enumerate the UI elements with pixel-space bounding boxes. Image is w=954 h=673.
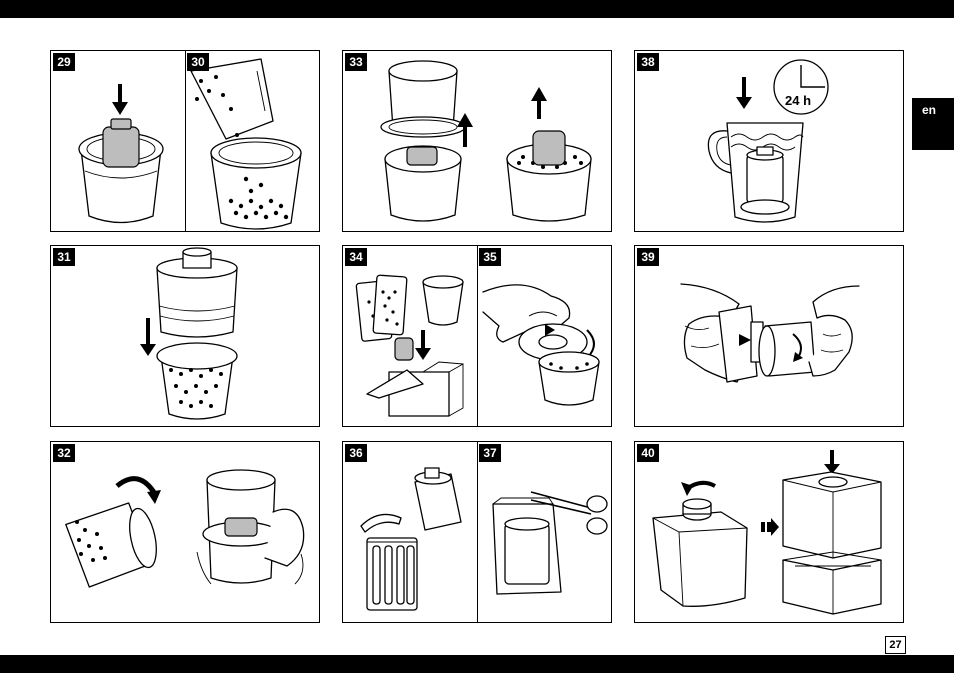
step-number-36: 36 (345, 444, 367, 462)
illustration-place-cartridge (51, 246, 320, 427)
panel-step-40: 40 (634, 441, 904, 623)
step-number-35: 35 (479, 248, 501, 266)
step-number-32: 32 (53, 444, 75, 462)
panel-step-34-35: 34 35 (342, 245, 612, 427)
step-number-39: 39 (637, 248, 659, 266)
panel-step-38: 38 24 h (634, 50, 904, 232)
step-number-33: 33 (345, 53, 367, 71)
panel-step-32: 32 (50, 441, 320, 623)
panel-step-36-37: 36 37 (342, 441, 612, 623)
panel-step-39: 39 (634, 245, 904, 427)
language-tab[interactable]: en (912, 98, 954, 150)
page-number: 27 (885, 636, 906, 654)
panel-step-29-30: 29 30 (50, 50, 320, 232)
panel-step-31: 31 (50, 245, 320, 427)
bottom-black-bar (0, 655, 954, 673)
step-number-30: 30 (187, 53, 209, 71)
illustration-soak-24h: 24 h (635, 51, 904, 232)
step-number-37: 37 (479, 444, 501, 462)
step-number-38: 38 (637, 53, 659, 71)
step-number-34: 34 (345, 248, 367, 266)
step-number-31: 31 (53, 248, 75, 266)
step-number-40: 40 (637, 444, 659, 462)
illustration-reassemble-device (635, 442, 904, 623)
timer-label: 24 h (785, 93, 811, 108)
illustration-twist-lid (343, 246, 612, 427)
step-number-29: 29 (53, 53, 75, 71)
top-black-bar (0, 0, 954, 18)
illustration-remove-lid (343, 51, 612, 232)
illustration-cut-bag (343, 442, 612, 623)
illustration-turn-and-shake (51, 442, 320, 623)
illustration-assemble-cartridge (635, 246, 904, 427)
illustration-pour-granules (51, 51, 320, 232)
panel-step-33: 33 (342, 50, 612, 232)
